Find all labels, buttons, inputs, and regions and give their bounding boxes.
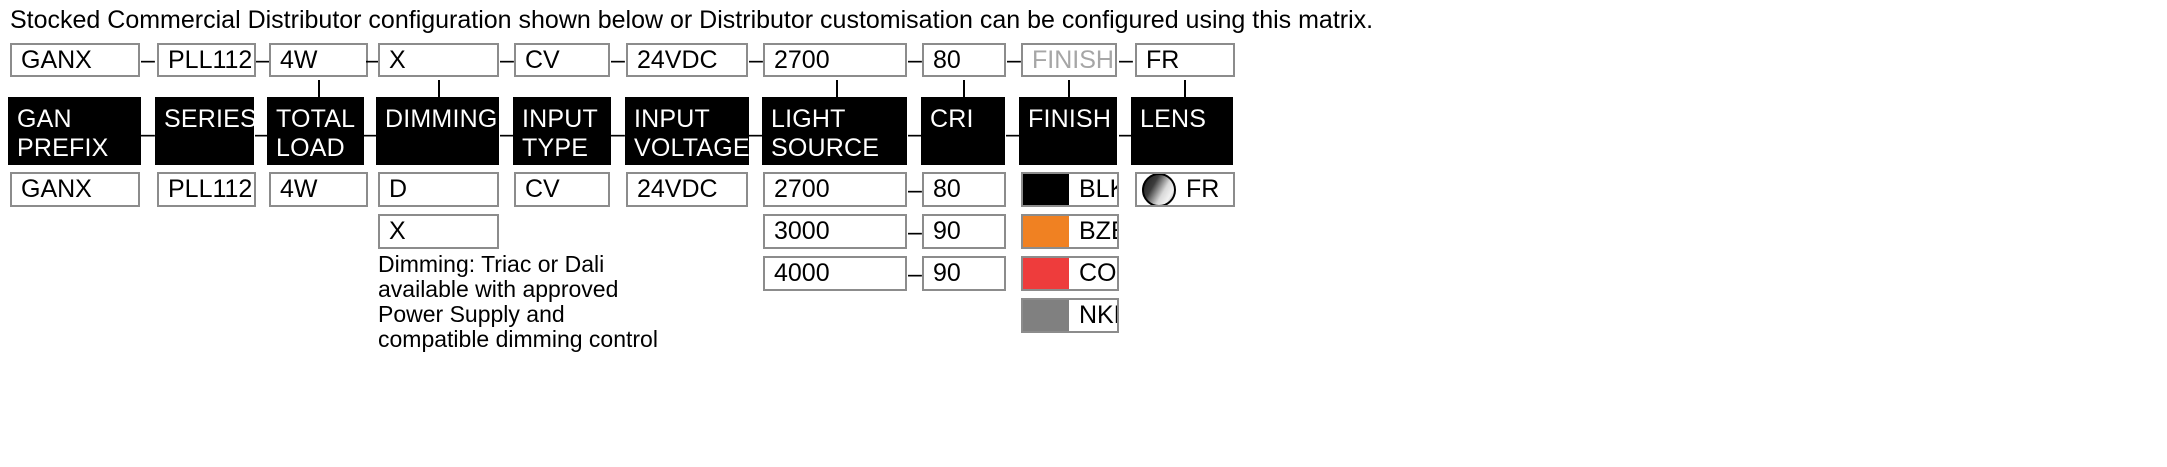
option-separator-ls-cri-1: – (908, 218, 922, 246)
connector-tick-total-load (318, 80, 320, 97)
code-separator-3: – (366, 46, 380, 74)
code-field-cri[interactable]: 80 (922, 43, 1006, 77)
header-separator-7: – (908, 120, 922, 148)
option-light-source-2[interactable]: 4000 (763, 256, 907, 291)
connector-tick-lens (1184, 80, 1186, 97)
header-separator-6: – (749, 120, 763, 148)
code-separator-7: – (908, 46, 922, 74)
header-gan-prefix: GAN PREFIX (8, 97, 141, 165)
code-field-light-source[interactable]: 2700 (763, 43, 907, 77)
option-separator-ls-cri-0: – (908, 176, 922, 204)
code-field-gan-prefix[interactable]: GANX (10, 43, 140, 77)
finish-code-nkl: NKL (1079, 301, 1117, 329)
option-separator-ls-cri-2: – (908, 260, 922, 288)
header-cri: CRI (921, 97, 1005, 165)
option-light-source-0[interactable]: 2700 (763, 172, 907, 207)
header-separator-2: – (255, 120, 269, 148)
header-series: SERIES (155, 97, 257, 165)
code-field-finish[interactable]: FINISH (1021, 43, 1117, 77)
code-separator-4: – (500, 46, 514, 74)
frosted-lens-icon (1142, 174, 1176, 205)
option-light-source-1[interactable]: 3000 (763, 214, 907, 249)
header-dimming: DIMMING (376, 97, 499, 165)
option-lens-0[interactable]: FR (1135, 172, 1235, 207)
option-input-voltage-0[interactable]: 24VDC (626, 172, 748, 207)
finish-code-bze: BZE (1079, 217, 1117, 245)
connector-tick-light-source (836, 80, 838, 97)
option-input-type-0[interactable]: CV (514, 172, 610, 207)
option-cri-1[interactable]: 90 (922, 214, 1006, 249)
header-separator-4: – (500, 120, 514, 148)
code-field-series[interactable]: PLL112 (157, 43, 256, 77)
option-total-load-0[interactable]: 4W (269, 172, 368, 207)
header-input-voltage: INPUT VOLTAGE (625, 97, 750, 165)
option-dimming-0[interactable]: D (378, 172, 499, 207)
finish-swatch-bze (1023, 216, 1069, 247)
finish-code-cop: COP (1079, 259, 1117, 287)
code-field-dimming[interactable]: X (378, 43, 499, 77)
code-field-lens[interactable]: FR (1135, 43, 1235, 77)
header-separator-5: – (611, 120, 625, 148)
header-separator-3: – (364, 120, 378, 148)
header-separator-1: – (141, 120, 155, 148)
page-intro-text: Stocked Commercial Distributor configura… (10, 6, 1374, 34)
finish-swatch-blk (1023, 174, 1069, 205)
option-series-0[interactable]: PLL112 (157, 172, 256, 207)
header-input-type: INPUT TYPE (513, 97, 611, 165)
connector-tick-finish (1068, 80, 1070, 97)
finish-code-blk: BLK (1079, 175, 1117, 203)
code-separator-8: – (1007, 46, 1021, 74)
option-finish-0[interactable]: BLK (1021, 172, 1119, 207)
header-light-source: LIGHT SOURCE (K) (762, 97, 907, 191)
lens-code-fr: FR (1186, 175, 1220, 203)
code-field-total-load[interactable]: 4W (269, 43, 368, 77)
code-separator-2: – (256, 46, 270, 74)
header-separator-8: – (1006, 120, 1020, 148)
code-field-input-type[interactable]: CV (514, 43, 610, 77)
connector-tick-cri (963, 80, 965, 97)
option-cri-2[interactable]: 90 (922, 256, 1006, 291)
finish-swatch-cop (1023, 258, 1069, 289)
code-separator-5: – (611, 46, 625, 74)
finish-swatch-nkl (1023, 300, 1069, 331)
code-field-input-voltage[interactable]: 24VDC (626, 43, 748, 77)
code-separator-9: – (1119, 46, 1133, 74)
connector-tick-dimming (438, 80, 440, 97)
header-lens: LENS (1131, 97, 1233, 165)
option-cri-0[interactable]: 80 (922, 172, 1006, 207)
header-separator-9: – (1119, 120, 1133, 148)
option-finish-1[interactable]: BZE (1021, 214, 1119, 249)
code-separator-6: – (749, 46, 763, 74)
option-gan-prefix-0[interactable]: GANX (10, 172, 140, 207)
header-finish: FINISH (1019, 97, 1117, 165)
dimming-note: Dimming: Triac or Dali available with ap… (378, 251, 658, 352)
code-separator-1: – (141, 46, 155, 74)
option-finish-3[interactable]: NKL (1021, 298, 1119, 333)
option-dimming-1[interactable]: X (378, 214, 499, 249)
header-total-load: TOTAL LOAD (267, 97, 364, 165)
option-finish-2[interactable]: COP (1021, 256, 1119, 291)
